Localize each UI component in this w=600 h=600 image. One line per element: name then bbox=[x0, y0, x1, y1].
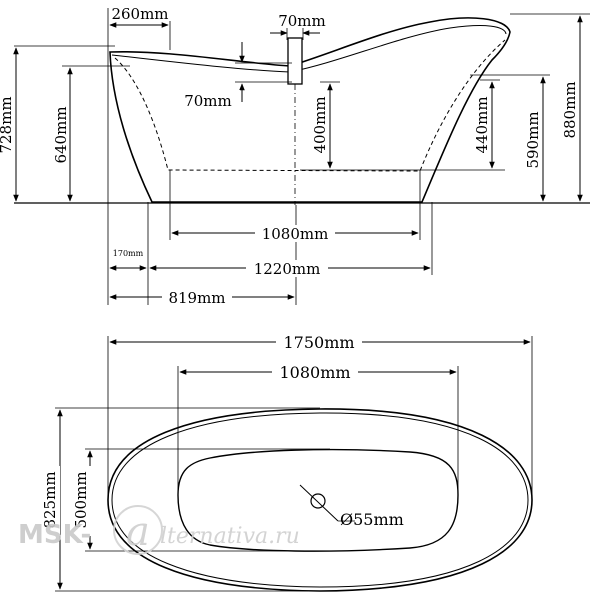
side-view-labels: 260mm 70mm 70mm 728mm 640mm 400mm 440mm … bbox=[0, 4, 579, 307]
label-260: 260mm bbox=[111, 5, 168, 23]
label-55: Ø55mm bbox=[340, 510, 404, 529]
tub-top-inner bbox=[177, 448, 459, 552]
tub-top-rim bbox=[111, 412, 529, 588]
tub-side-outline bbox=[109, 17, 511, 203]
label-170: 170mm bbox=[113, 249, 144, 258]
label-1750: 1750mm bbox=[283, 333, 354, 352]
watermark-left: MSK- bbox=[18, 520, 91, 550]
tub-rim-inner bbox=[111, 25, 507, 73]
label-70-top: 70mm bbox=[278, 12, 326, 30]
side-view bbox=[13, 8, 590, 305]
label-728: 728mm bbox=[0, 96, 15, 153]
drain-leader bbox=[299, 484, 339, 522]
watermark: MSK- a lternativa.ru bbox=[18, 505, 300, 555]
label-825: 825mm bbox=[41, 471, 59, 528]
label-1220: 1220mm bbox=[254, 260, 321, 278]
label-440: 440mm bbox=[473, 96, 491, 153]
label-1080-side: 1080mm bbox=[262, 225, 329, 243]
drain-circle bbox=[310, 493, 326, 509]
top-view-labels: 1750mm 1080mm 825mm 500mm Ø55mm bbox=[41, 333, 404, 536]
label-500: 500mm bbox=[72, 471, 90, 528]
label-590: 590mm bbox=[524, 111, 542, 168]
watermark-right: lternativa.ru bbox=[160, 524, 300, 549]
label-880: 880mm bbox=[561, 81, 579, 138]
label-1080-top: 1080mm bbox=[279, 363, 350, 382]
tub-top-outer bbox=[107, 408, 533, 592]
watermark-ring bbox=[113, 505, 163, 555]
watermark-mark: a bbox=[126, 509, 150, 555]
label-400: 400mm bbox=[311, 96, 329, 153]
label-640: 640mm bbox=[52, 106, 70, 163]
faucet bbox=[287, 37, 303, 85]
tub-inner-dashed bbox=[114, 39, 506, 172]
label-819: 819mm bbox=[168, 289, 225, 307]
label-70-side: 70mm bbox=[184, 92, 232, 110]
